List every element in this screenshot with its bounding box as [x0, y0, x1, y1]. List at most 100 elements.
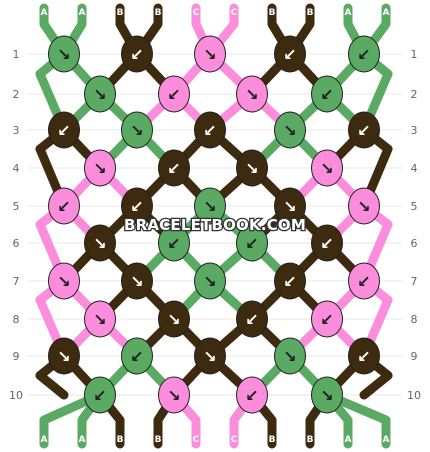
- arrow-down-left-icon: ↙: [320, 234, 333, 253]
- bottom-thread-label: C: [231, 435, 238, 445]
- row-number-left: 5: [13, 200, 20, 213]
- arrow-down-right-icon: ↘: [357, 197, 370, 216]
- knot: [236, 224, 268, 262]
- knot: [121, 262, 153, 300]
- arrow-down-left-icon: ↙: [245, 310, 258, 329]
- bottom-thread-label: A: [383, 435, 390, 445]
- row-number-right: 7: [411, 275, 418, 288]
- knot: [311, 376, 343, 414]
- top-thread-label: A: [41, 8, 48, 18]
- arrow-down-left-icon: ↙: [57, 121, 70, 140]
- bottom-thread-label: A: [79, 435, 86, 445]
- row-number-left: 8: [13, 313, 20, 326]
- arrow-down-right-icon: ↘: [93, 85, 106, 104]
- arrow-down-right-icon: ↘: [203, 347, 216, 366]
- arrow-down-left-icon: ↙: [357, 272, 370, 291]
- knot: [48, 337, 80, 375]
- row-number-right: 2: [411, 88, 418, 101]
- knot: [84, 149, 116, 187]
- knot: [348, 111, 380, 149]
- knot: [84, 376, 116, 414]
- thread-segment: [35, 371, 69, 400]
- knot: [311, 224, 343, 262]
- knot: [158, 149, 190, 187]
- arrow-down-left-icon: ↙: [93, 386, 106, 405]
- bottom-thread-label: A: [41, 435, 48, 445]
- arrow-down-left-icon: ↙: [357, 347, 370, 366]
- bottom-thread-label: B: [269, 435, 276, 445]
- knot: [158, 224, 190, 262]
- knot: [274, 262, 306, 300]
- arrow-down-right-icon: ↘: [167, 386, 180, 405]
- knot: [194, 337, 226, 375]
- row-number-left: 10: [9, 389, 23, 402]
- arrow-down-right-icon: ↘: [245, 159, 258, 178]
- knot: [311, 149, 343, 187]
- knot: [48, 262, 80, 300]
- bottom-thread-label: A: [345, 435, 352, 445]
- arrow-down-left-icon: ↙: [357, 121, 370, 140]
- arrow-down-right-icon: ↘: [130, 272, 143, 291]
- knot: [121, 35, 153, 73]
- knot: [274, 111, 306, 149]
- top-thread-label: A: [79, 8, 86, 18]
- knot: [158, 300, 190, 338]
- knot: [274, 35, 306, 73]
- knot: [194, 262, 226, 300]
- arrow-down-right-icon: ↘: [57, 272, 70, 291]
- arrow-down-left-icon: ↙: [167, 159, 180, 178]
- arrow-down-right-icon: ↘: [93, 310, 106, 329]
- top-thread-label: A: [345, 8, 352, 18]
- row-number-left: 4: [13, 162, 20, 175]
- row-number-left: 1: [13, 48, 20, 61]
- knot: [121, 187, 153, 225]
- arrow-down-left-icon: ↙: [130, 197, 143, 216]
- arrow-down-left-icon: ↙: [57, 197, 70, 216]
- arrow-down-left-icon: ↙: [245, 386, 258, 405]
- bottom-thread-label: B: [155, 435, 162, 445]
- arrow-down-left-icon: ↙: [320, 310, 333, 329]
- arrow-down-right-icon: ↘: [283, 347, 296, 366]
- knot: [311, 300, 343, 338]
- knot: [348, 35, 380, 73]
- top-thread-label: B: [155, 8, 162, 18]
- arrow-down-right-icon: ↘: [57, 347, 70, 366]
- knot: [194, 187, 226, 225]
- knot: [194, 111, 226, 149]
- arrow-down-right-icon: ↘: [283, 197, 296, 216]
- knot: [121, 111, 153, 149]
- row-number-left: 7: [13, 275, 20, 288]
- bottom-thread-label: B: [117, 435, 124, 445]
- arrow-down-left-icon: ↙: [167, 234, 180, 253]
- knot: [48, 35, 80, 73]
- knot: [84, 300, 116, 338]
- knot: [348, 262, 380, 300]
- row-number-right: 3: [411, 124, 418, 137]
- top-thread-label: B: [269, 8, 276, 18]
- arrow-down-right-icon: ↘: [203, 45, 216, 64]
- arrow-down-left-icon: ↙: [283, 45, 296, 64]
- row-number-left: 6: [13, 237, 20, 250]
- arrow-down-left-icon: ↙: [245, 234, 258, 253]
- knot: [121, 337, 153, 375]
- row-number-right: 9: [411, 350, 418, 363]
- knot: [84, 224, 116, 262]
- top-thread-label: C: [231, 8, 238, 18]
- bottom-thread: [39, 390, 105, 449]
- arrow-down-right-icon: ↘: [203, 197, 216, 216]
- knot: [274, 187, 306, 225]
- knot: [236, 300, 268, 338]
- row-number-right: 8: [411, 313, 418, 326]
- bottom-thread: [322, 390, 391, 449]
- thread-segment: [359, 371, 393, 400]
- knot: [348, 187, 380, 225]
- knot: [236, 149, 268, 187]
- arrow-down-left-icon: ↙: [130, 45, 143, 64]
- arrow-down-right-icon: ↘: [283, 121, 296, 140]
- arrow-down-right-icon: ↘: [245, 85, 258, 104]
- arrow-down-left-icon: ↙: [357, 45, 370, 64]
- arrow-down-right-icon: ↘: [57, 45, 70, 64]
- row-number-right: 10: [407, 389, 421, 402]
- knot: [236, 376, 268, 414]
